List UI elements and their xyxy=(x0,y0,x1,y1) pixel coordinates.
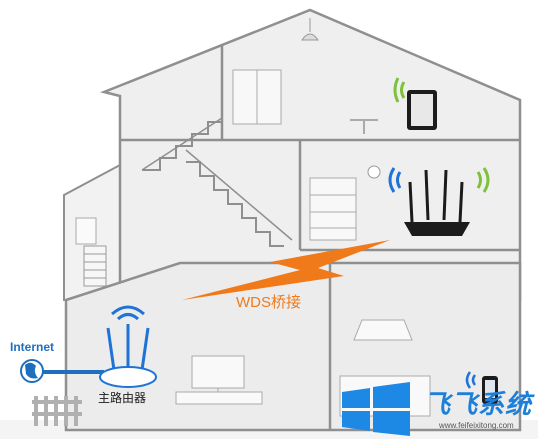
internet-label: Internet xyxy=(10,340,55,354)
watermark-url: www.feifeixitong.com xyxy=(439,421,514,430)
lightning-bolt-icon xyxy=(182,240,390,300)
wds-label: WDS桥接 xyxy=(236,294,301,311)
main-router-label: 主路由器 xyxy=(98,391,147,405)
windows-logo-icon xyxy=(342,382,410,436)
phone-icon xyxy=(465,371,498,404)
globe-icon xyxy=(20,359,44,383)
router-black-icon xyxy=(388,167,490,236)
internet-connection xyxy=(20,359,104,383)
watermark-brand: 飞飞系统 xyxy=(424,389,533,419)
tablet-icon xyxy=(393,77,437,130)
router-white-icon xyxy=(99,305,157,388)
left-annex xyxy=(63,163,121,301)
